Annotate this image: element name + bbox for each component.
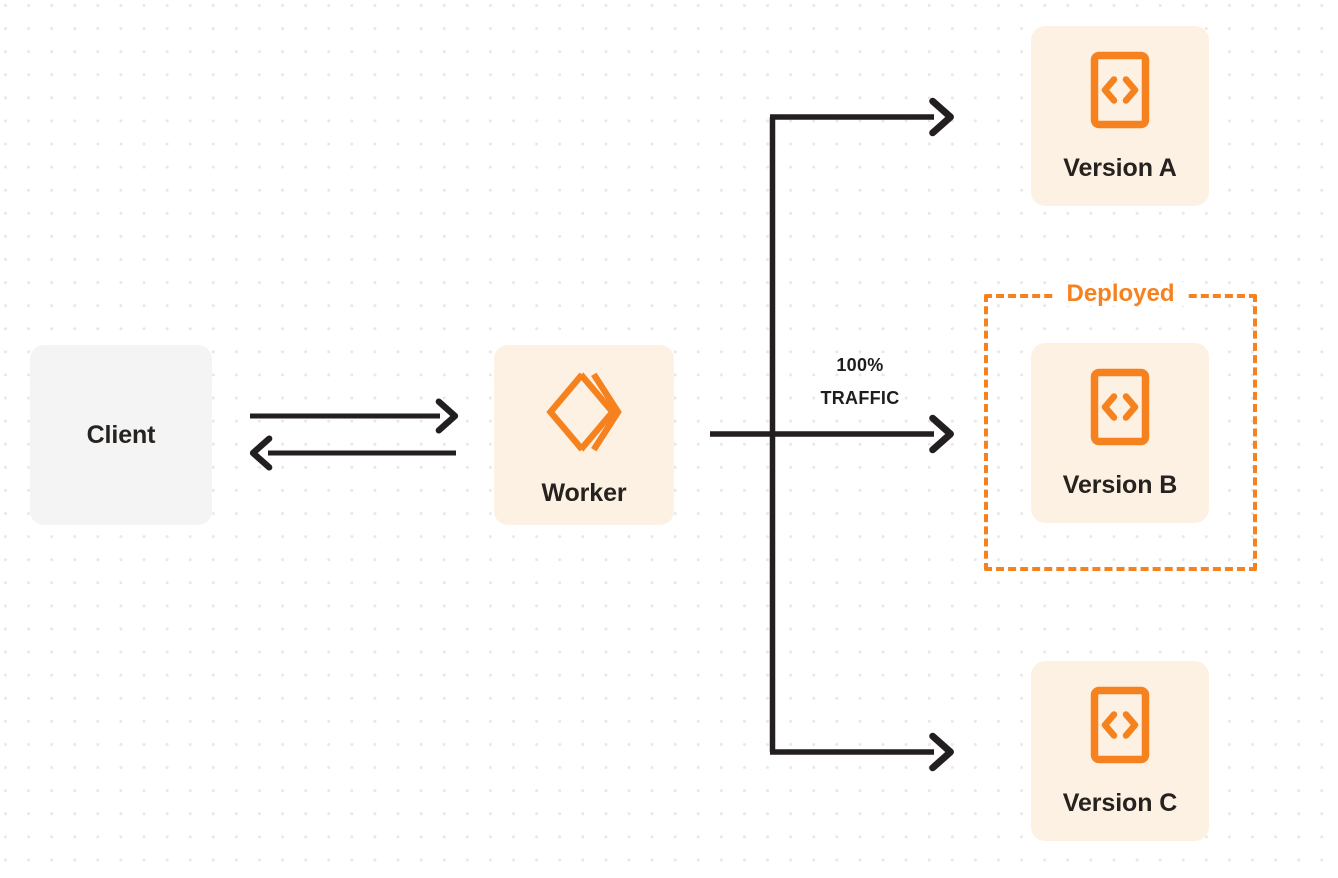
cloudflare-workers-logo-icon <box>542 370 626 459</box>
node-worker[interactable]: Worker <box>494 345 674 525</box>
traffic-caption: TRAFFIC <box>820 388 900 409</box>
deployed-group-label: Deployed <box>1055 282 1186 306</box>
node-version-c[interactable]: Version C <box>1031 661 1209 841</box>
node-version-b[interactable]: Version B <box>1031 343 1209 523</box>
node-version-c-label: Version C <box>1062 789 1178 817</box>
node-client-label: Client <box>86 420 156 449</box>
node-version-a-label: Version A <box>1063 154 1177 182</box>
code-file-icon <box>1090 686 1150 769</box>
node-client[interactable]: Client <box>30 345 212 525</box>
node-version-b-label: Version B <box>1062 471 1178 499</box>
node-version-a[interactable]: Version A <box>1031 26 1209 206</box>
traffic-label: 100% TRAFFIC <box>790 349 930 416</box>
deployed-group-boundary: Deployed <box>984 282 1257 571</box>
code-file-icon <box>1090 368 1150 451</box>
code-file-icon <box>1090 51 1150 134</box>
node-worker-label: Worker <box>541 479 627 507</box>
traffic-percent: 100% <box>836 355 884 375</box>
